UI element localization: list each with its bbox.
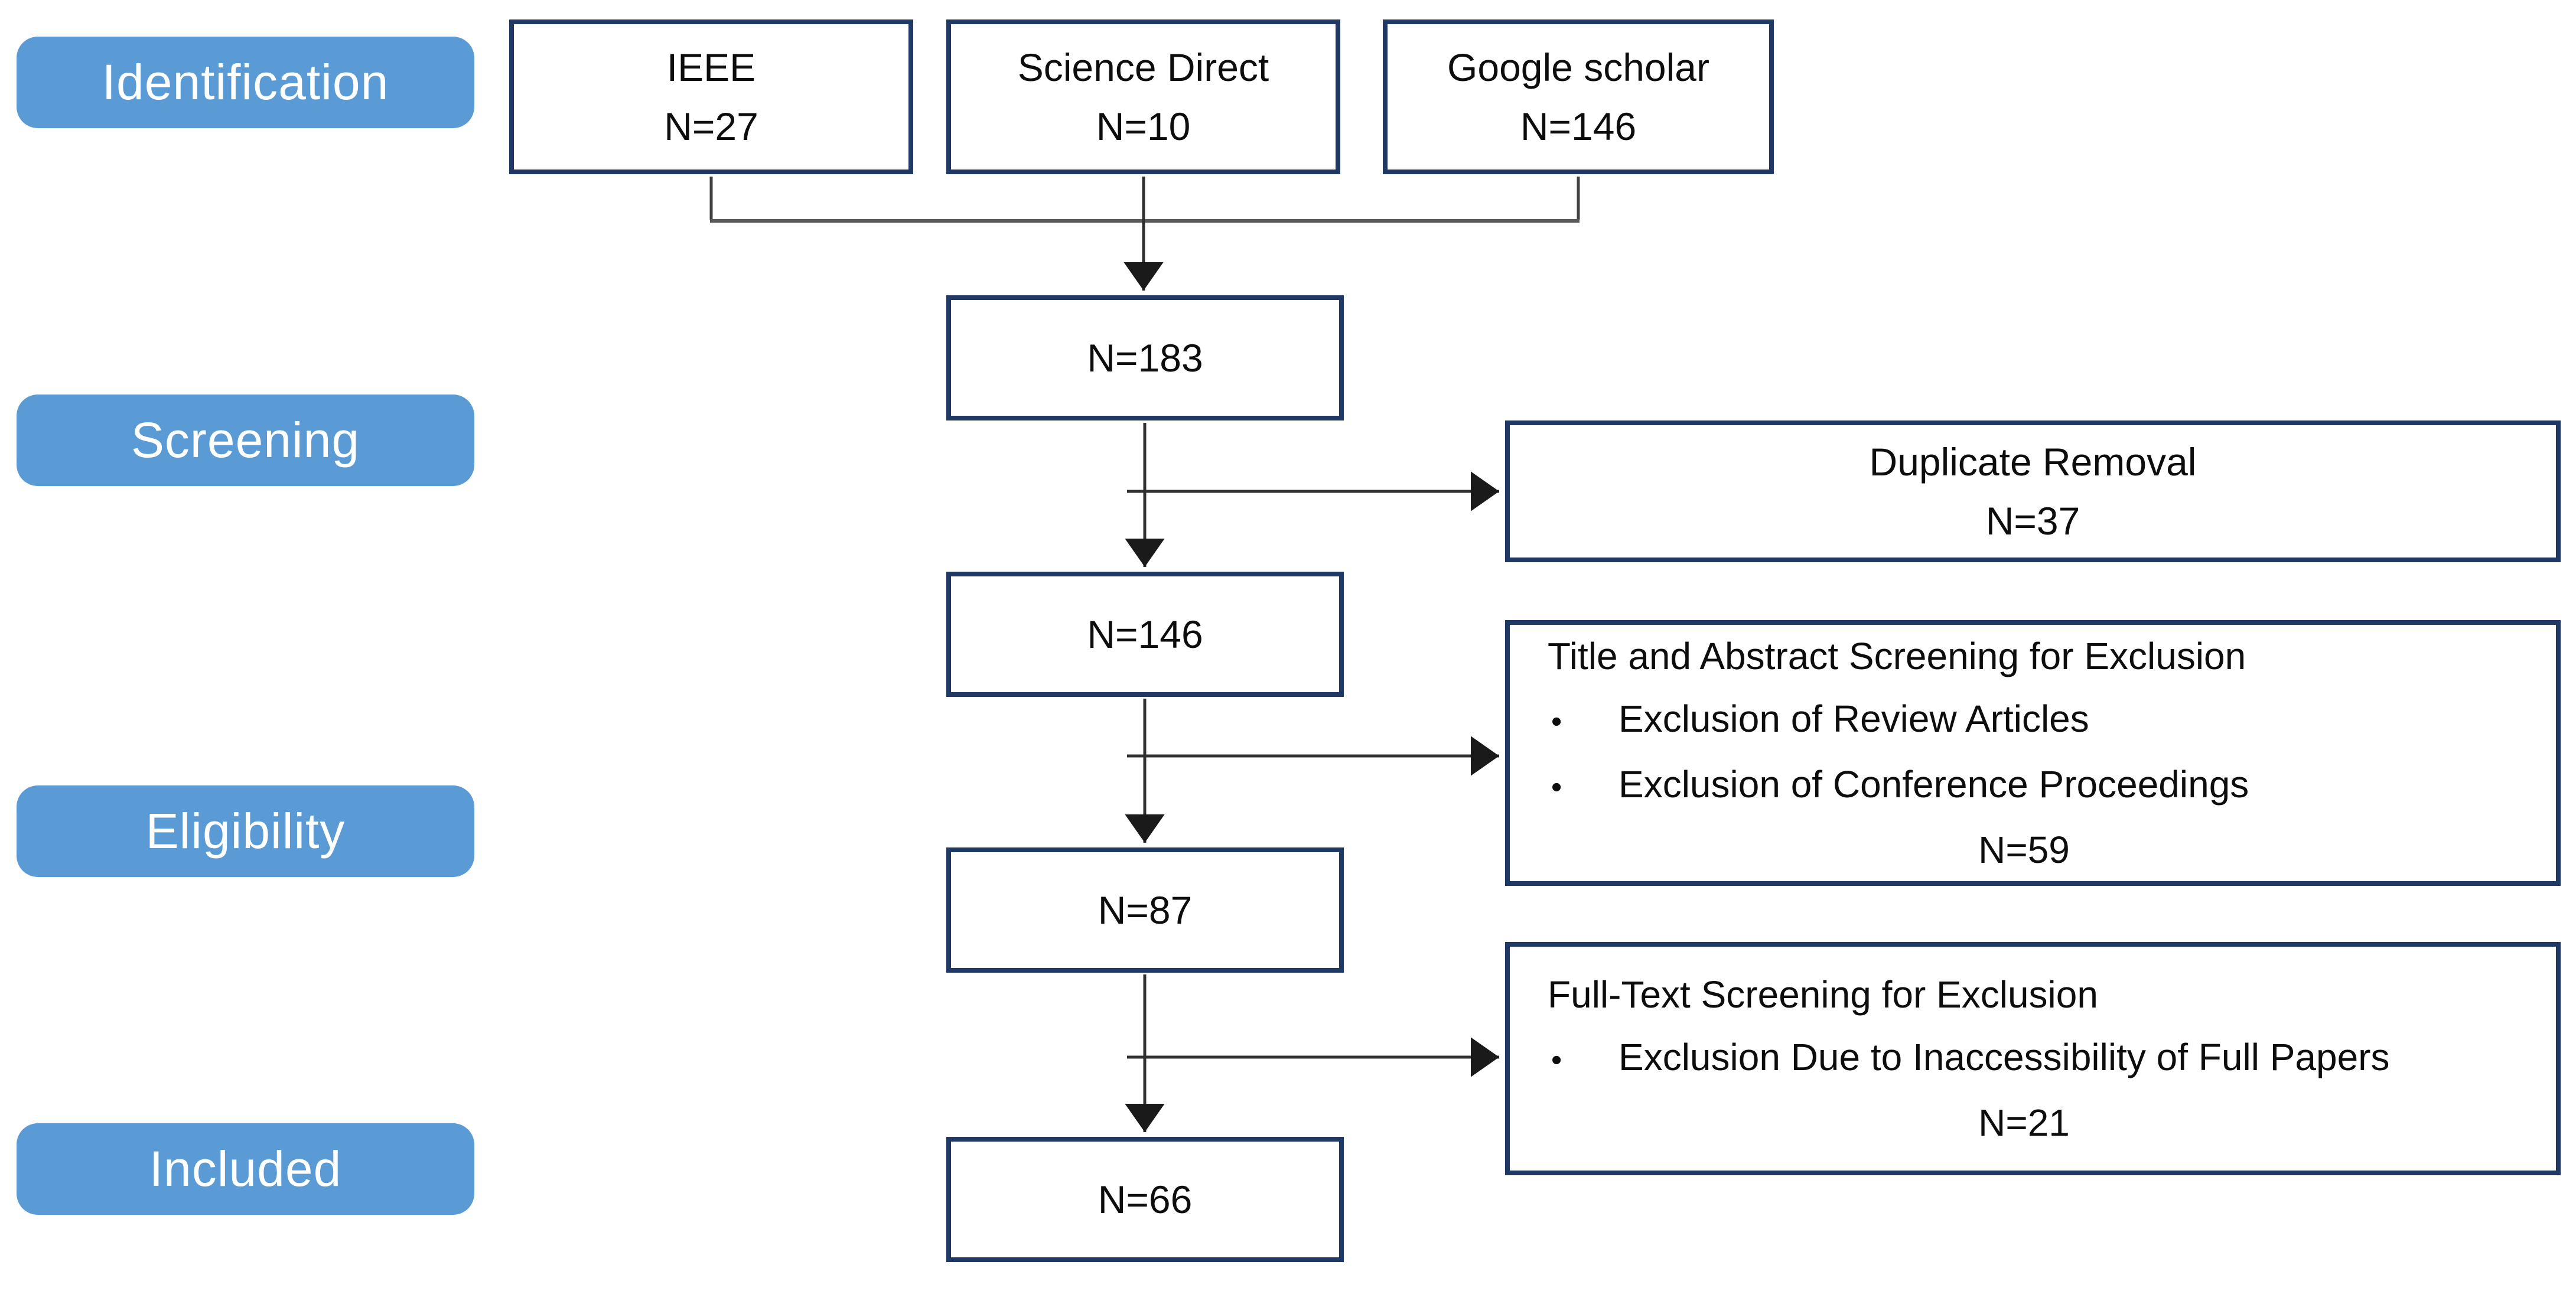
exclusion-box-duplicate-removal: Duplicate Removal N=37 (1505, 420, 2561, 562)
exclusion-count: N=37 (1985, 499, 2080, 543)
source-count: N=146 (1520, 105, 1637, 148)
exclusion-bullet-text: Exclusion of Conference Proceedings (1618, 763, 2249, 806)
source-box-ieee: IEEE N=27 (509, 19, 913, 174)
source-count: N=27 (664, 105, 758, 148)
stage-label-screening: Screening (17, 395, 474, 486)
flow-box-n87: N=87 (946, 847, 1344, 973)
flow-count: N=87 (1098, 888, 1193, 932)
bullet-icon: • (1551, 770, 1562, 804)
source-count: N=10 (1096, 105, 1191, 148)
exclusion-count: N=21 (1978, 1101, 2070, 1144)
stage-label-identification: Identification (17, 37, 474, 128)
exclusion-title: Full-Text Screening for Exclusion (1548, 973, 2098, 1016)
flow-count: N=146 (1087, 612, 1203, 656)
flow-count: N=66 (1098, 1178, 1193, 1221)
flow-count: N=183 (1087, 336, 1203, 380)
flow-box-n66: N=66 (946, 1137, 1344, 1262)
flow-box-n183: N=183 (946, 295, 1344, 420)
exclusion-title: Duplicate Removal (1869, 440, 2197, 484)
source-name: Google scholar (1447, 45, 1709, 89)
bullet-icon: • (1551, 1043, 1562, 1077)
flow-box-n146: N=146 (946, 572, 1344, 697)
exclusion-bullet-text: Exclusion Due to Inaccessibility of Full… (1618, 1036, 2390, 1078)
exclusion-bullet-row: • Exclusion of Conference Proceedings (1510, 753, 2538, 819)
exclusion-box-full-text: Full-Text Screening for Exclusion • Excl… (1505, 942, 2561, 1175)
exclusion-box-title-abstract: Title and Abstract Screening for Exclusi… (1505, 620, 2561, 886)
stage-label-eligibility: Eligibility (17, 785, 474, 877)
source-box-google-scholar: Google scholar N=146 (1383, 19, 1774, 174)
bullet-icon: • (1551, 705, 1562, 739)
exclusion-title: Title and Abstract Screening for Exclusi… (1548, 635, 2246, 677)
exclusion-bullet-row: • Exclusion of Review Articles (1510, 687, 2538, 753)
source-box-science-direct: Science Direct N=10 (946, 19, 1340, 174)
exclusion-count: N=59 (1978, 829, 2070, 871)
source-name: IEEE (666, 45, 756, 89)
stage-label-included: Included (17, 1123, 474, 1215)
exclusion-bullet-row: • Exclusion Due to Inaccessibility of Fu… (1510, 1026, 2538, 1091)
exclusion-bullet-text: Exclusion of Review Articles (1618, 697, 2089, 740)
source-name: Science Direct (1017, 45, 1269, 89)
